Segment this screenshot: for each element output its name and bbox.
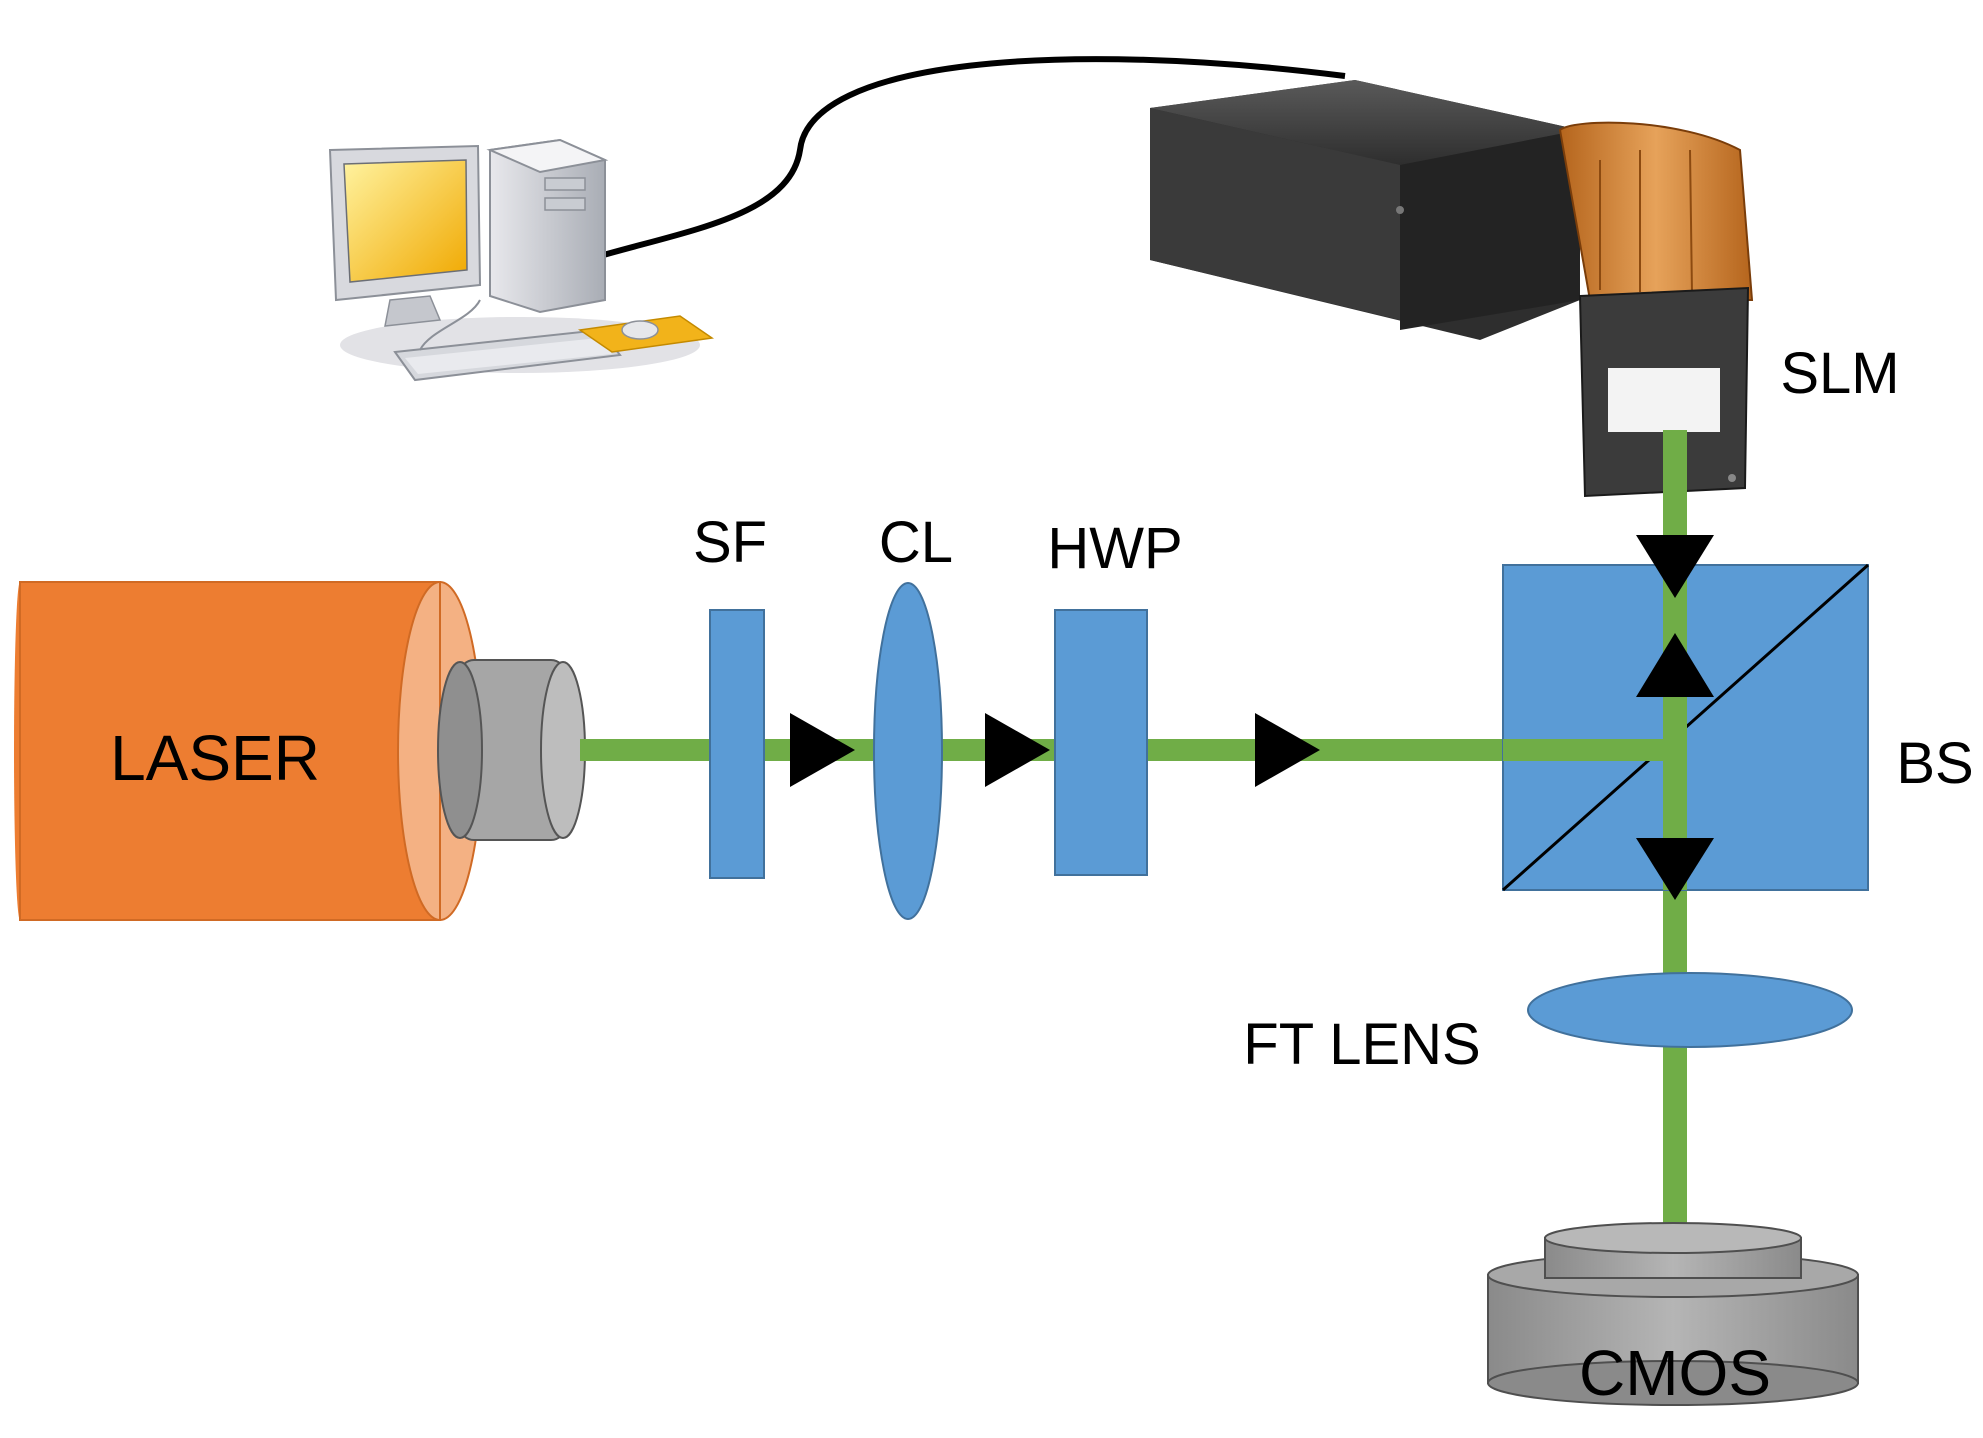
laser-nozzle bbox=[437, 659, 586, 841]
control-cable bbox=[599, 56, 1346, 259]
ft-lens bbox=[1527, 972, 1853, 1048]
spatial-filter bbox=[709, 609, 765, 879]
label-cmos: CMOS bbox=[1579, 1337, 1771, 1409]
label-sf: SF bbox=[693, 510, 767, 575]
cmos-camera bbox=[1487, 1222, 1859, 1406]
arrow-right-icon bbox=[985, 713, 1050, 787]
half-wave-plate bbox=[1054, 609, 1148, 876]
label-hwp: HWP bbox=[1047, 516, 1182, 581]
label-ft-lens: FT LENS bbox=[1243, 1012, 1480, 1077]
collimating-lens bbox=[873, 582, 943, 920]
label-laser: LASER bbox=[110, 722, 320, 794]
desktop-computer-icon bbox=[328, 138, 715, 382]
arrow-down-icon bbox=[1636, 535, 1714, 598]
label-cl: CL bbox=[879, 510, 953, 575]
arrow-down-icon bbox=[1636, 838, 1714, 900]
arrow-right-icon bbox=[790, 713, 855, 787]
arrow-right-icon bbox=[1255, 713, 1320, 787]
slm-device-icon bbox=[1150, 80, 1754, 498]
beam-splitter bbox=[1502, 563, 1869, 892]
arrow-up-icon bbox=[1636, 633, 1714, 697]
label-slm: SLM bbox=[1780, 341, 1899, 406]
label-bs: BS bbox=[1896, 731, 1973, 796]
